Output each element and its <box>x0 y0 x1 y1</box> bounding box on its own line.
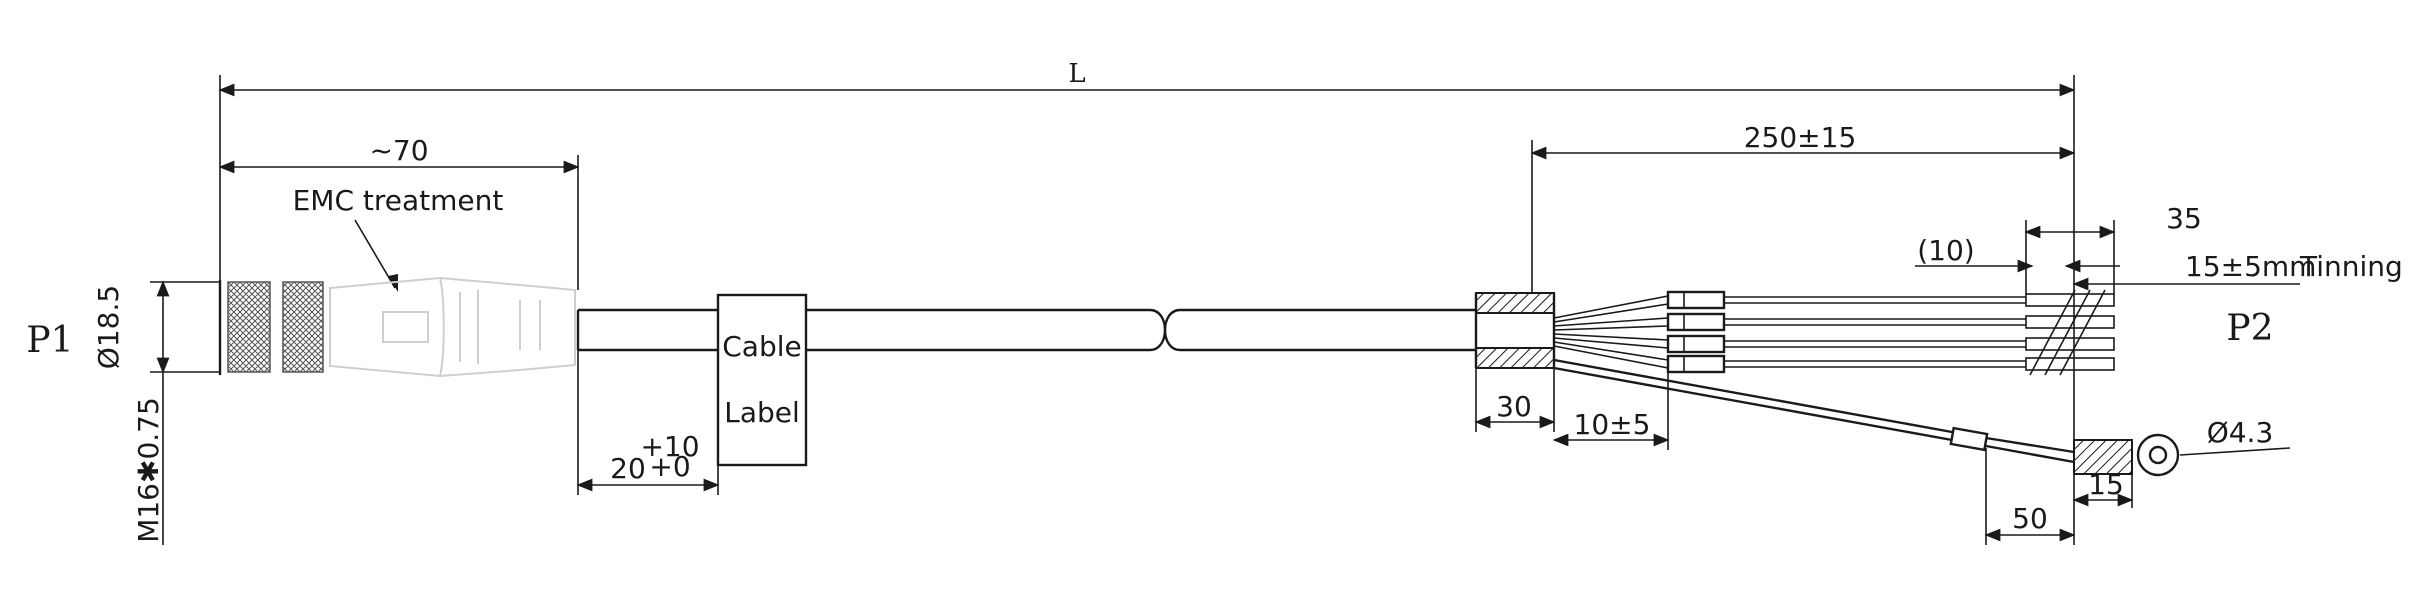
connector-length-label: ~70 <box>369 134 428 167</box>
p1-connector <box>218 276 576 378</box>
dim-sleeve-gap: 10±5 <box>1552 372 1670 450</box>
dim-sleeve-length: 30 <box>1474 368 1556 432</box>
ground-offset-label: 50 <box>2012 502 2048 535</box>
breakout-sleeve <box>1474 292 1556 369</box>
sleeve-gap-label: 10±5 <box>1574 408 1651 441</box>
dim-tinning: 15±5mm Tinning <box>2072 250 2403 291</box>
dim-breakout-length: 250±15 <box>1530 121 2076 293</box>
dim-ground-offset: 50 <box>1984 448 2076 545</box>
main-cable <box>576 308 1476 352</box>
dim-ring-length: 15 <box>2072 468 2134 508</box>
dim-label-offset: 20 +10 +0 <box>576 350 720 495</box>
emc-callout: EMC treatment <box>293 184 504 292</box>
p1-label: P1 <box>26 320 73 361</box>
breakout-length-label: 250±15 <box>1744 121 1857 154</box>
overall-length-label: L <box>1068 59 1085 89</box>
dim-strip-length: 35 <box>2024 202 2202 294</box>
ring-length-label: 15 <box>2088 468 2124 501</box>
dim-strip-ref: (10) <box>1915 234 2120 273</box>
cable-label-line2: Label <box>724 396 800 429</box>
label-offset-base: 20 <box>610 452 646 485</box>
strip-length-label: 35 <box>2166 202 2202 235</box>
tinning-length-label: 15±5mm <box>2185 250 2316 283</box>
label-offset-tol-lower: +0 <box>649 450 690 483</box>
diameter-label: Ø18.5 <box>92 285 125 369</box>
thread-label: M16✱0.75 <box>132 397 165 543</box>
ground-wire <box>1553 358 2180 477</box>
sleeve-length-label: 30 <box>1496 390 1532 423</box>
dim-diameter: Ø18.5 M16✱0.75 <box>92 280 220 545</box>
strip-ref-label: (10) <box>1917 234 1974 267</box>
emc-label: EMC treatment <box>293 184 504 217</box>
wire-bundle <box>1553 289 2115 376</box>
label-offset-tol-upper: +10 <box>640 430 699 463</box>
tinning-label: Tinning <box>2299 250 2403 283</box>
cable-label-box: Cable Label <box>716 293 808 467</box>
p2-label: P2 <box>2226 308 2273 349</box>
cable-label-line1: Cable <box>722 330 802 363</box>
ring-diameter-label: Ø4.3 <box>2207 416 2274 449</box>
dim-ring-diameter: Ø4.3 <box>2179 416 2291 456</box>
dim-connector-length: ~70 <box>218 134 580 290</box>
